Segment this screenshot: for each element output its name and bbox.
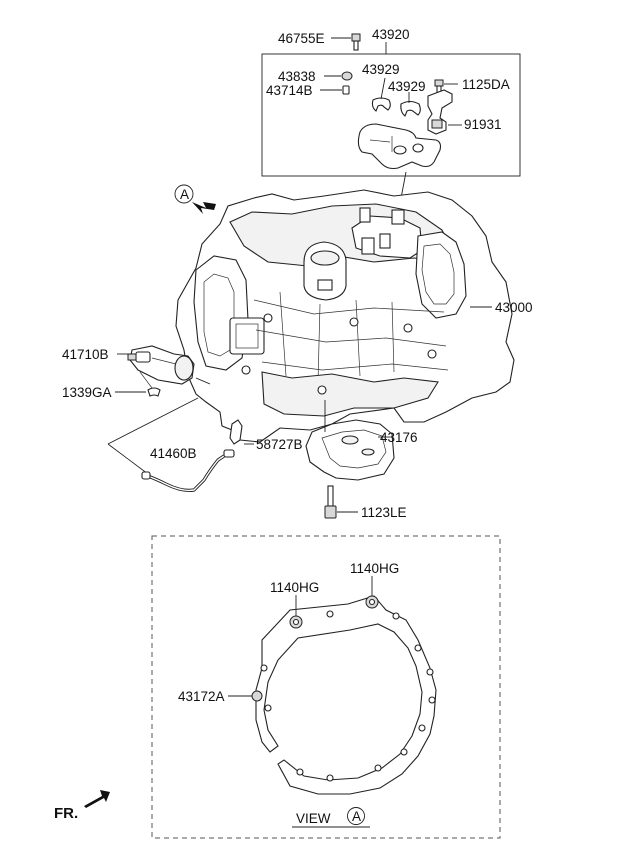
label-1339GA: 1339GA [62,385,112,400]
label-46755E: 46755E [278,31,325,46]
label-43920: 43920 [372,27,410,42]
bracket-58727B [229,419,243,445]
front-arrow-icon [84,790,110,808]
bracket-91931 [427,89,453,135]
pin-43172A [251,690,263,702]
label-43929-a: 43929 [362,62,400,77]
view-caption-text: VIEW [296,811,331,826]
label-41710B: 41710B [62,347,109,362]
label-1140HG-right: 1140HG [350,561,399,576]
pin-43714B [342,85,350,95]
clutch-tube-41460B [107,397,235,492]
label-43929-b: 43929 [388,79,426,94]
label-43714B: 43714B [266,83,313,98]
washer-43838 [341,71,353,81]
plate-43172A [251,595,437,795]
shift-cable-bracket-group [261,33,521,215]
transmission-case-43000 [175,189,515,443]
clip-43929-left [371,97,391,112]
view-arrow-icon [192,202,216,214]
label-43838: 43838 [278,69,316,84]
mount-bracket-43176 [305,419,395,481]
label-1125DA: 1125DA [462,77,510,92]
label-58727B: 58727B [256,437,303,452]
front-direction-label: FR. [54,805,78,822]
cable-bracket-43920 [357,123,442,170]
label-43172A: 43172A [178,689,225,704]
label-43176: 43176 [380,430,418,445]
label-91931: 91931 [464,117,502,132]
view-a-box [151,535,501,839]
label-1140HG-left: 1140HG [270,580,319,595]
view-caption-letter: A [352,809,361,824]
clip-43929-right [400,100,421,117]
label-41460B: 41460B [150,446,197,461]
view-marker-letter: A [180,187,189,202]
view-a-marker [174,184,216,214]
clutch-slave-cylinder-41710B [127,345,195,385]
label-43000: 43000 [495,300,533,315]
bolt-1123LE [324,485,337,519]
detail-box-43920 [261,53,521,177]
bolt-46755E [351,33,361,51]
clip-1339GA [147,387,161,397]
label-1123LE: 1123LE [361,505,407,520]
view-caption [292,807,370,828]
